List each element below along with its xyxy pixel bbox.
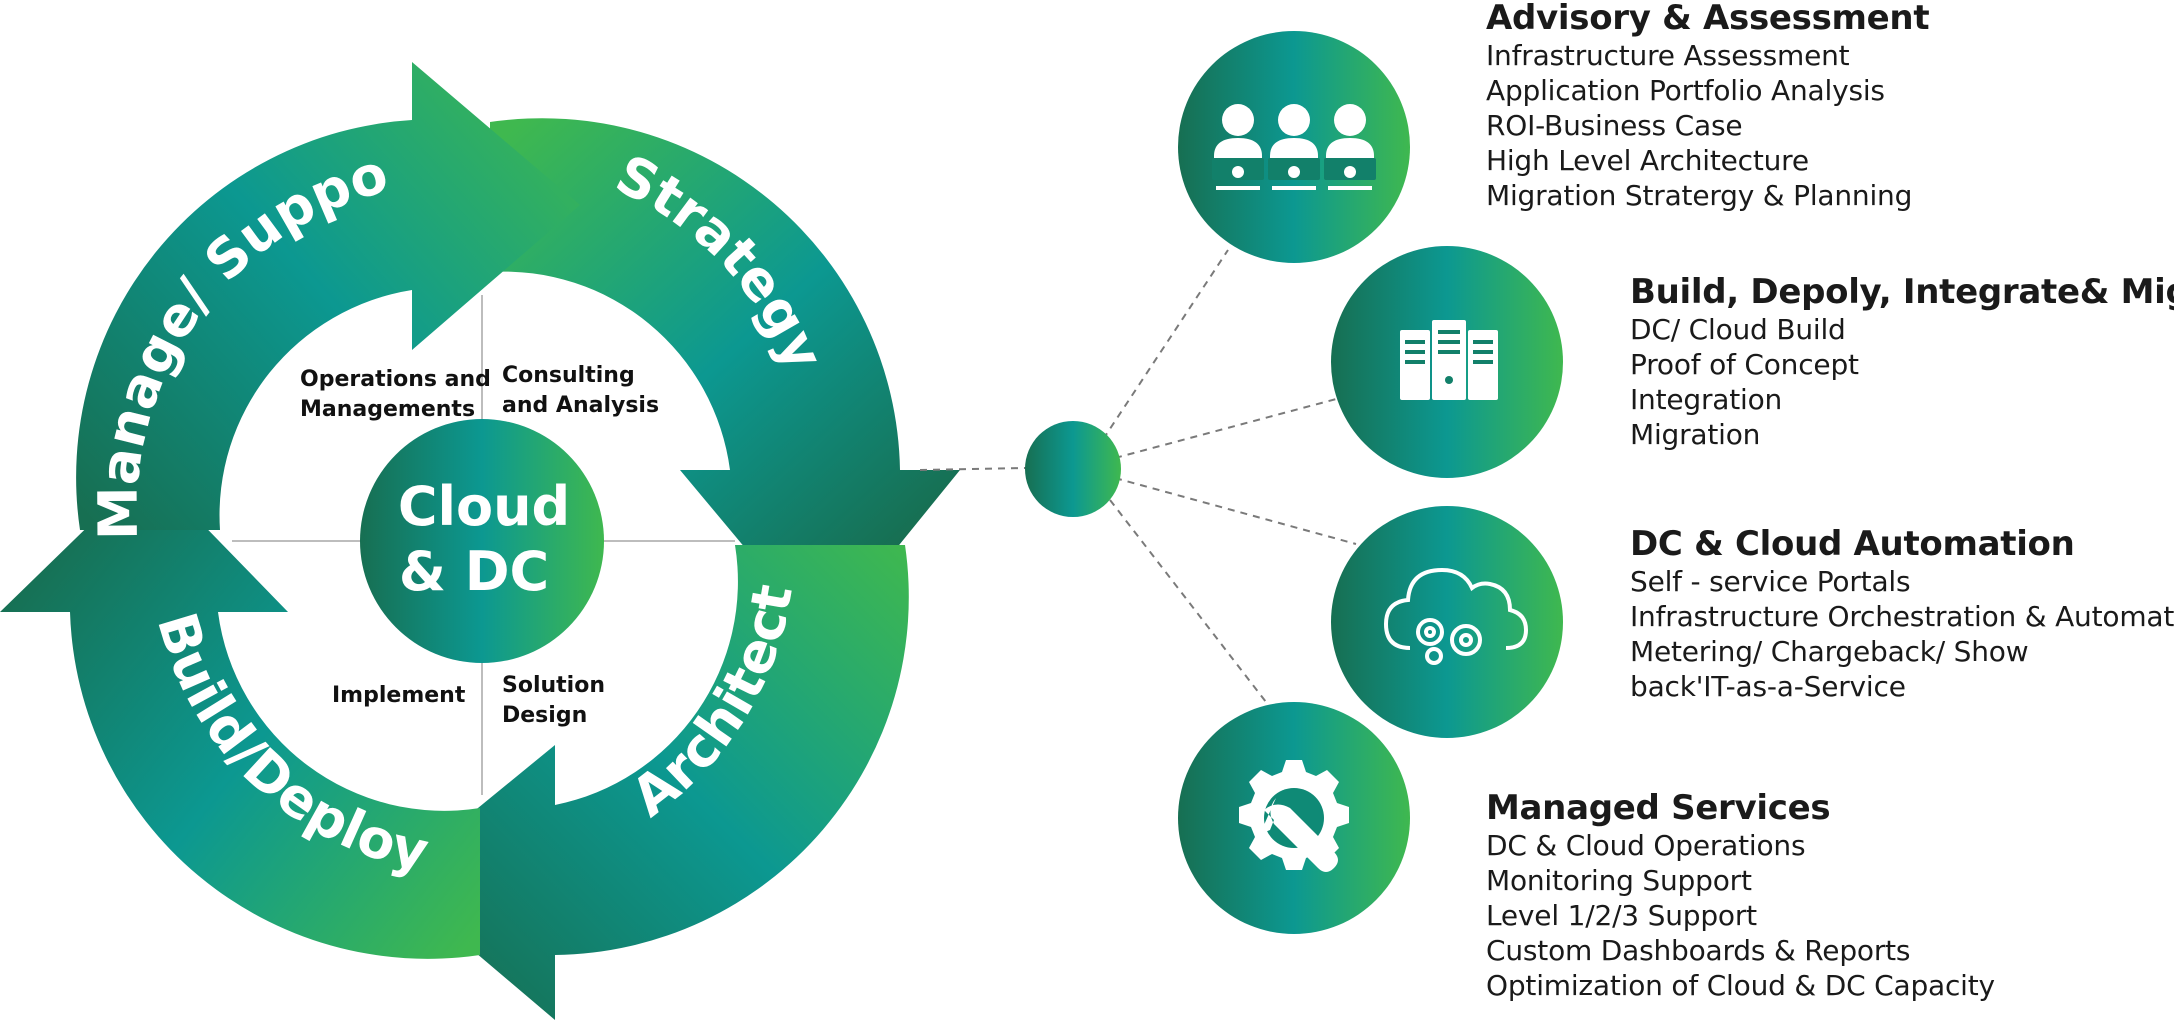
- service-item: Optimization of Cloud & DC Capacity: [1486, 969, 1995, 1002]
- service-items: Self - service Portals Infrastructure Or…: [1630, 564, 2174, 704]
- service-item: High Level Architecture: [1486, 144, 1809, 177]
- service-build: Build, Depoly, Integrate& Migrate DC/ Cl…: [1630, 272, 2174, 452]
- service-items: Infrastructure Assessment Application Po…: [1486, 38, 1929, 213]
- connector-lines: [919, 249, 1357, 703]
- server-icon: [1400, 320, 1498, 400]
- service-icon-cloud: [1331, 506, 1563, 738]
- wrench-gear-icon: [1239, 760, 1349, 872]
- center-label-line2: & DC: [399, 540, 549, 603]
- center-hub: [360, 419, 604, 663]
- service-title: Managed Services: [1486, 788, 1831, 828]
- service-title: DC & Cloud Automation: [1630, 524, 2075, 564]
- service-advisory: Advisory & Assessment Infrastructure Ass…: [1486, 0, 1930, 213]
- service-item: Level 1/2/3 Support: [1486, 899, 1757, 932]
- service-item: Proof of Concept: [1630, 348, 1859, 381]
- service-title: Build, Depoly, Integrate& Migrate: [1630, 272, 2174, 312]
- service-item: Infrastructure Assessment: [1486, 39, 1850, 72]
- service-item: Custom Dashboards & Reports: [1486, 934, 1911, 967]
- quadrant-label-operations: Operations and: [300, 367, 491, 392]
- quadrant-label-design: Design: [502, 703, 587, 728]
- center-label-line1: Cloud: [398, 475, 570, 538]
- quadrant-label-managements: Managements: [300, 397, 475, 422]
- service-item: Monitoring Support: [1486, 864, 1752, 897]
- service-icon-wrench: [1178, 702, 1410, 934]
- service-item: Infrastructure Orchestration & Automatio…: [1630, 600, 2174, 633]
- cycle-arrows: [0, 62, 960, 1020]
- strategy-arrow: [490, 118, 960, 640]
- cloud-gears-icon: [1383, 567, 1529, 665]
- people-icon: [1212, 104, 1376, 190]
- quadrant-label-implement: Implement: [332, 683, 466, 708]
- connector-hub: [1025, 421, 1121, 517]
- service-automation: DC & Cloud Automation Self - service Por…: [1630, 524, 2174, 704]
- quadrant-label-consulting: Consulting: [502, 363, 635, 388]
- service-item: ROI-Business Case: [1486, 109, 1743, 142]
- service-item: Self - service Portals: [1630, 565, 1911, 598]
- service-items: DC & Cloud Operations Monitoring Support…: [1486, 828, 1995, 1003]
- service-managed: Managed Services DC & Cloud Operations M…: [1486, 788, 1995, 1003]
- service-title: Advisory & Assessment: [1486, 0, 1930, 38]
- service-icon-server: [1331, 246, 1563, 478]
- service-item: Integration: [1630, 383, 1783, 416]
- quadrant-label-analysis: and Analysis: [502, 393, 659, 418]
- service-item: back'IT-as-a-Service: [1630, 670, 1906, 703]
- service-item: Application Portfolio Analysis: [1486, 74, 1885, 107]
- build-deploy-arrow: [0, 468, 480, 959]
- service-item: DC/ Cloud Build: [1630, 313, 1846, 346]
- service-item: Metering/ Chargeback/ Show: [1630, 635, 2029, 668]
- manage-support-arrow: [76, 62, 580, 530]
- service-item: DC & Cloud Operations: [1486, 829, 1806, 862]
- service-item: Migration: [1630, 418, 1761, 451]
- service-items: DC/ Cloud Build Proof of Concept Integra…: [1630, 312, 2174, 452]
- service-icon-people: [1178, 31, 1410, 263]
- quadrant-label-solution: Solution: [502, 673, 605, 698]
- architect-arrow: [390, 545, 909, 1020]
- service-item: Migration Stratergy & Planning: [1486, 179, 1913, 212]
